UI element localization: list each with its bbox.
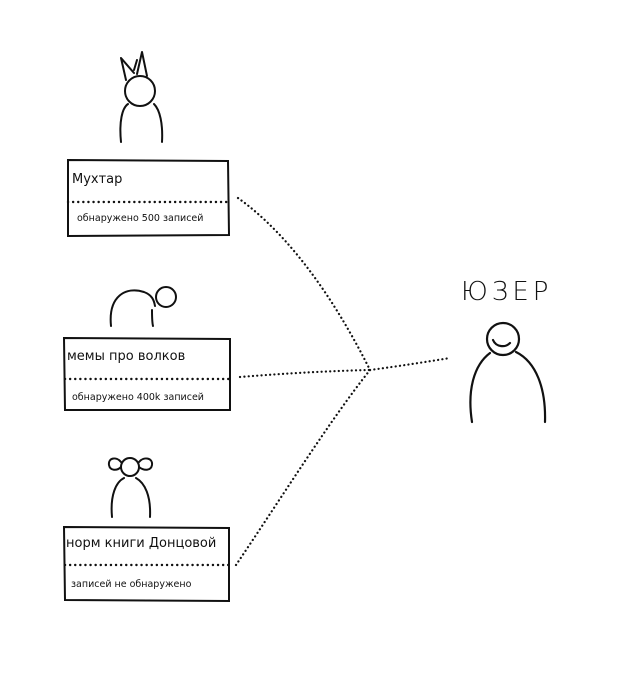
source-card-3-frame [62,525,230,603]
dog-figure-icon [119,51,164,143]
source-card-1-title: Мухтар [72,172,122,187]
connector-to-user [368,356,452,372]
source-card-2-status: обнаружено 400k записей [72,392,204,403]
source-card-3: норм книги Донцовой записей не обнаружен… [62,525,231,603]
wolf-figure-icon [109,286,177,327]
source-card-1-status: обнаружено 500 записей [77,213,203,224]
connector-card-2 [238,368,372,379]
connector-card-1 [236,196,372,372]
source-card-3-status: записей не обнаружено [71,579,192,590]
connector-card-3 [234,368,372,567]
source-card-2-frame [62,336,231,411]
connector-lines [234,196,452,567]
source-card-2: мемы про волков обнаружено 400k записей [62,336,232,411]
girl-figure-icon [107,457,154,518]
user-figure-icon [469,321,547,424]
source-card-1-frame [67,158,231,238]
source-card-1: Мухтар обнаружено 500 записей [66,158,231,238]
source-card-2-title: мемы про волков [67,349,185,364]
user-label: ЮЗЕР [461,277,552,307]
source-card-3-title: норм книги Донцовой [66,536,216,551]
